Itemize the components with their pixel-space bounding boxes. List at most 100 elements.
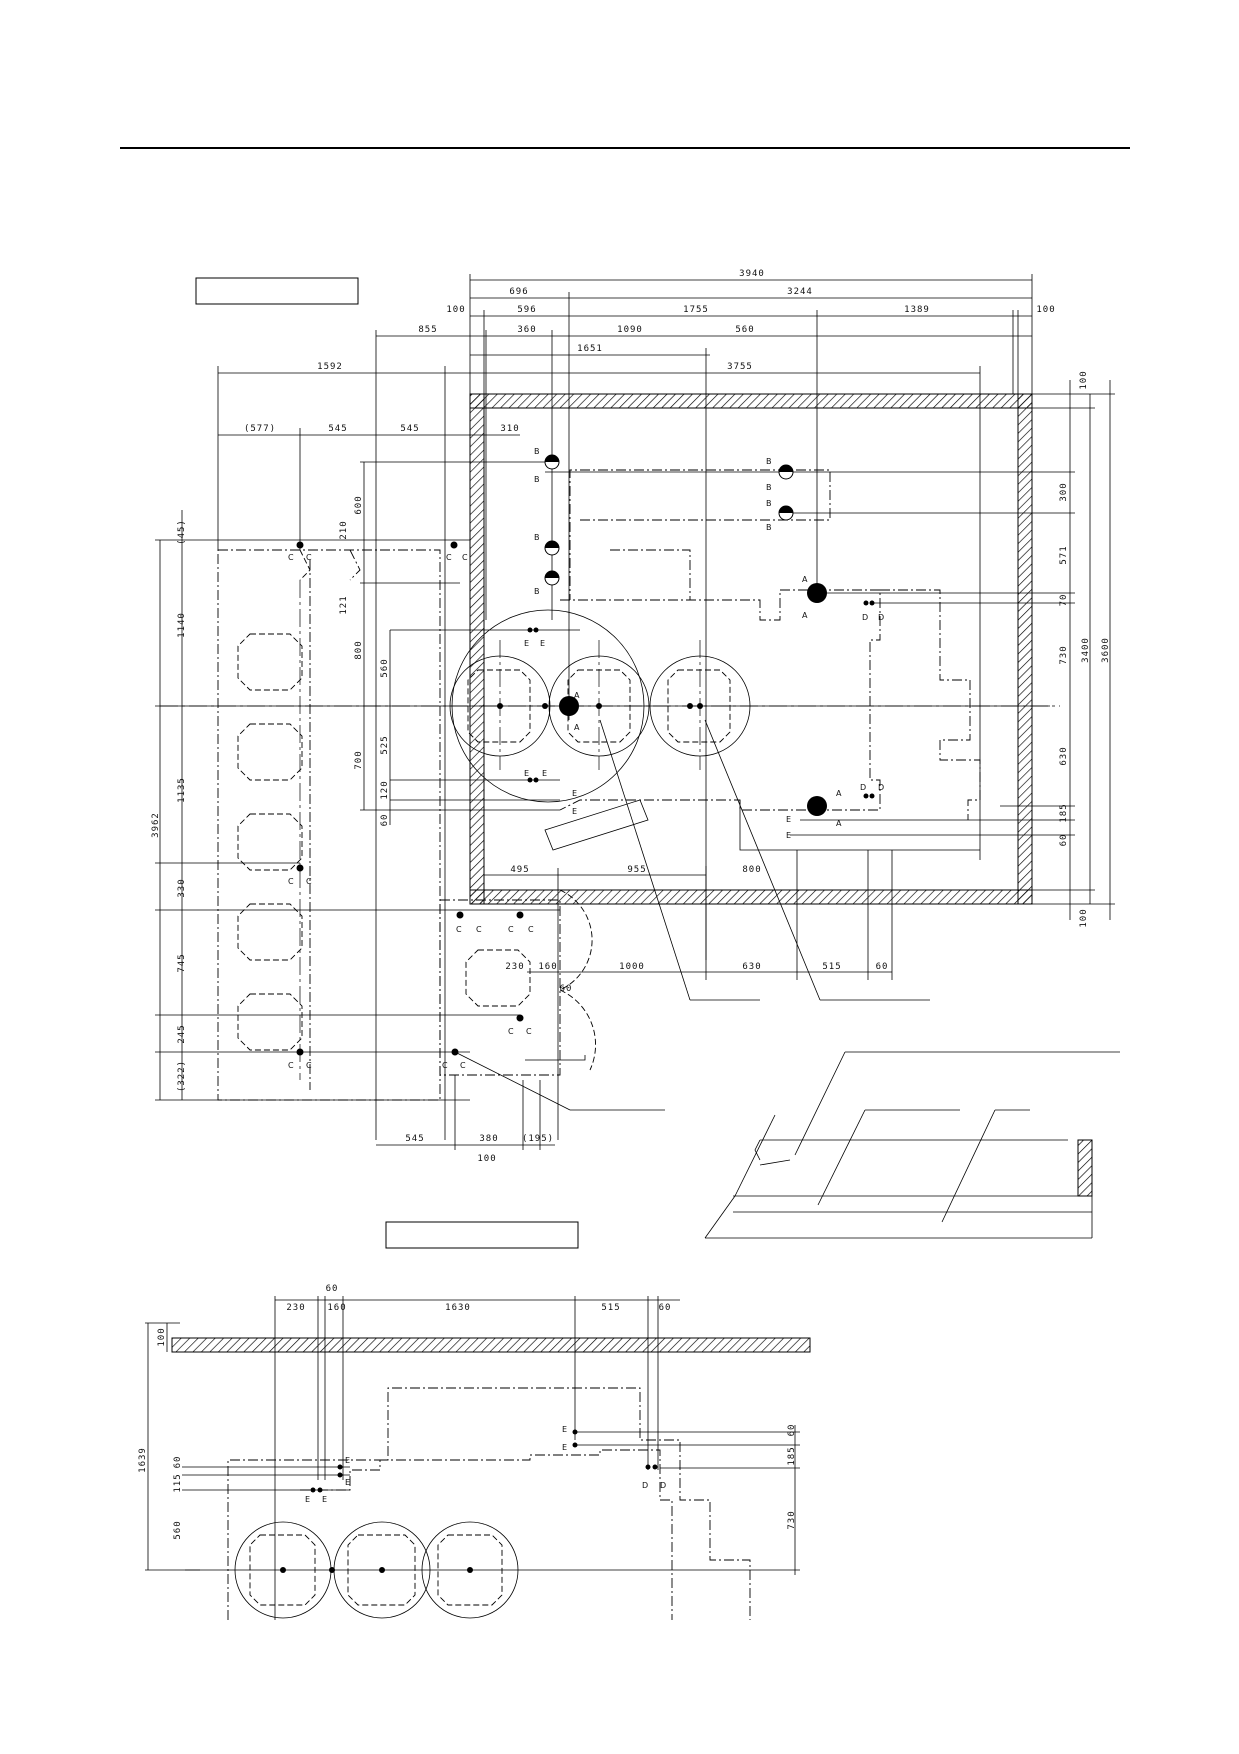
bottom-dimension-texts: 495 955 800 230 160 1000 630 515 60 60 5… xyxy=(405,865,889,1164)
room-walls xyxy=(469,393,1033,905)
dim-322: (322) xyxy=(177,1060,187,1092)
dim-1389: 1389 xyxy=(904,305,930,315)
svg-text:A: A xyxy=(836,789,842,798)
dim-3400: 3400 xyxy=(1081,637,1091,663)
detail-dim-515: 515 xyxy=(601,1303,620,1313)
dim-3600: 3600 xyxy=(1101,637,1111,663)
dim-100-a: 100 xyxy=(446,305,465,315)
dim-185: 185 xyxy=(1059,803,1069,822)
svg-text:A: A xyxy=(574,723,580,732)
dim-230: 230 xyxy=(505,962,524,972)
svg-text:A: A xyxy=(802,611,808,620)
dim-696: 696 xyxy=(509,287,528,297)
dim-1592: 1592 xyxy=(317,362,343,372)
svg-text:B: B xyxy=(766,499,772,508)
svg-text:B: B xyxy=(766,483,772,492)
detail-dim-730: 730 xyxy=(787,1510,797,1529)
octagon-modules xyxy=(237,633,531,1051)
dim-100-right-top: 100 xyxy=(1079,370,1089,389)
anchor-point-large-3 xyxy=(807,796,827,816)
anchor-point-large-2 xyxy=(807,583,827,603)
dim-245: 245 xyxy=(177,1024,187,1043)
dim-330: 330 xyxy=(177,878,187,897)
svg-text:B: B xyxy=(766,457,772,466)
detail-view: E E D D E E E E xyxy=(145,1296,811,1620)
detail-title-box xyxy=(385,1221,579,1249)
dim-545-bottom: 545 xyxy=(405,1134,424,1144)
leader-lines xyxy=(454,719,930,1111)
right-dimension-texts: 100 300 571 70 730 3400 3600 630 185 60 … xyxy=(1059,370,1111,927)
svg-text:C: C xyxy=(288,1061,294,1070)
dim-545-b: 545 xyxy=(400,424,419,434)
dim-210: 210 xyxy=(339,520,349,539)
dim-120: 120 xyxy=(380,780,390,799)
dim-1140: 1140 xyxy=(177,612,187,638)
dim-60-right: 60 xyxy=(1059,834,1069,847)
svg-text:E: E xyxy=(524,639,529,648)
detail-dim-560: 560 xyxy=(173,1520,183,1539)
svg-text:D: D xyxy=(878,613,884,622)
dim-855: 855 xyxy=(418,325,437,335)
dim-300: 300 xyxy=(1059,482,1069,501)
svg-text:E: E xyxy=(572,807,577,816)
svg-text:B: B xyxy=(534,587,540,596)
detail-dim-1630: 1630 xyxy=(445,1303,471,1313)
dim-60-bottom-b: 60 xyxy=(560,984,573,994)
svg-text:E: E xyxy=(786,815,791,824)
dim-571: 571 xyxy=(1059,545,1069,564)
detail-dim-60-right: 60 xyxy=(659,1303,672,1313)
plan-title-box xyxy=(195,277,359,305)
dim-60-bottom-a: 60 xyxy=(876,962,889,972)
svg-text:E: E xyxy=(322,1495,327,1504)
dim-1135: 1135 xyxy=(177,777,187,803)
right-dimension-lines xyxy=(545,380,1115,920)
svg-text:D: D xyxy=(878,783,884,792)
detail-dim-1639: 1639 xyxy=(138,1447,148,1473)
detail-dim-60-top: 60 xyxy=(326,1284,339,1294)
dim-360: 360 xyxy=(517,325,536,335)
detail-dim-230: 230 xyxy=(286,1303,305,1313)
dim-596: 596 xyxy=(517,305,536,315)
svg-text:C: C xyxy=(460,1061,466,1070)
dim-525: 525 xyxy=(380,735,390,754)
svg-text:C: C xyxy=(446,553,452,562)
dim-1651: 1651 xyxy=(577,344,603,354)
svg-text:C: C xyxy=(306,877,312,886)
detail-dim-185: 185 xyxy=(787,1446,797,1465)
svg-text:C: C xyxy=(442,1061,448,1070)
dim-730: 730 xyxy=(1059,645,1069,664)
detail-dim-60-right-side: 60 xyxy=(787,1424,797,1437)
door-swing xyxy=(439,889,596,1076)
left-equipment-block xyxy=(217,549,441,1101)
svg-text:E: E xyxy=(572,789,577,798)
dim-100-right-bottom: 100 xyxy=(1079,908,1089,927)
dim-630-bottom: 630 xyxy=(742,962,761,972)
dim-495: 495 xyxy=(510,865,529,875)
dim-380: 380 xyxy=(479,1134,498,1144)
dim-3962: 3962 xyxy=(151,812,161,838)
detail-dim-115: 115 xyxy=(173,1473,183,1492)
svg-text:E: E xyxy=(524,769,529,778)
detail-dim-100: 100 xyxy=(157,1327,167,1346)
detail-dimension-texts: 60 230 160 1630 515 60 100 1639 60 115 5… xyxy=(138,1284,797,1540)
anchor-point-large-1 xyxy=(559,696,579,716)
svg-text:C: C xyxy=(508,925,514,934)
svg-text:B: B xyxy=(766,523,772,532)
svg-text:C: C xyxy=(528,925,534,934)
svg-text:D: D xyxy=(660,1481,666,1490)
svg-text:E: E xyxy=(540,639,545,648)
top-dimension-texts: 3940 696 3244 100 596 1755 1389 100 855 … xyxy=(244,269,1055,434)
dim-1755: 1755 xyxy=(683,305,709,315)
dim-100-bottom: 100 xyxy=(477,1154,496,1164)
svg-text:E: E xyxy=(345,1456,350,1465)
svg-text:C: C xyxy=(526,1027,532,1036)
dim-121: 121 xyxy=(339,595,349,614)
detail-dim-160: 160 xyxy=(327,1303,346,1313)
svg-text:E: E xyxy=(305,1495,310,1504)
svg-text:D: D xyxy=(642,1481,648,1490)
svg-text:E: E xyxy=(562,1425,567,1434)
svg-text:B: B xyxy=(534,447,540,456)
detail-dim-60-left: 60 xyxy=(173,1456,183,1469)
dim-577: (577) xyxy=(244,424,276,434)
dim-745: 745 xyxy=(177,953,187,972)
